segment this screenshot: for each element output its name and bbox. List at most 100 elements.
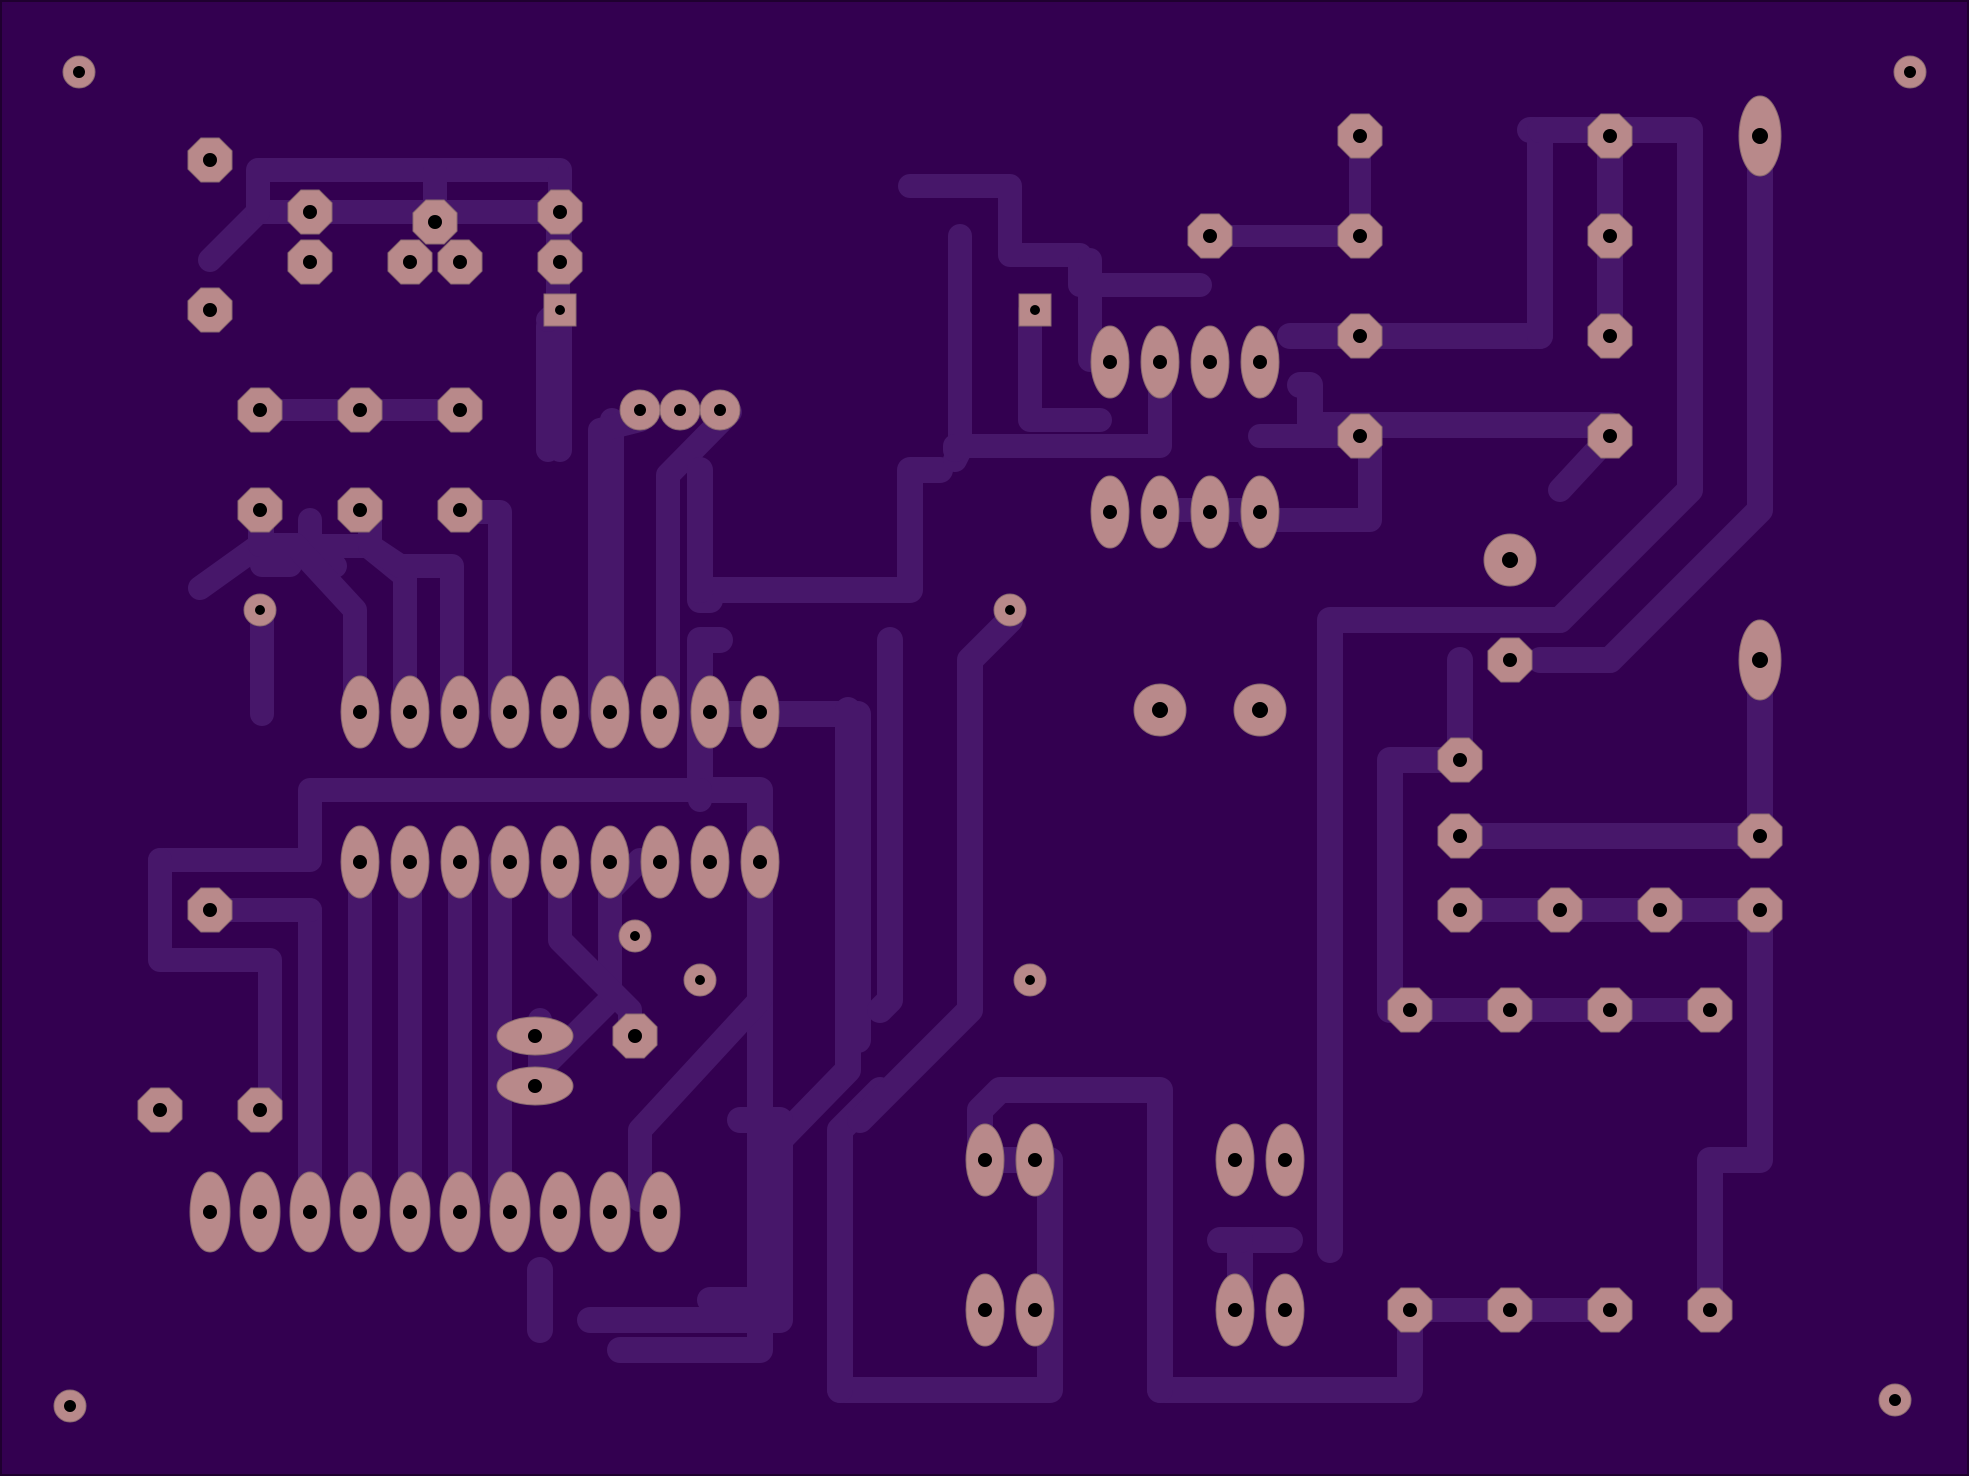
drill-hole xyxy=(303,1205,317,1219)
drill-hole xyxy=(1353,329,1367,343)
drill-hole xyxy=(1653,903,1667,917)
drill-hole xyxy=(203,303,217,317)
copper-trace xyxy=(248,508,367,726)
copper-trace xyxy=(577,1107,793,1333)
drill-hole xyxy=(1030,305,1040,315)
drill-hole xyxy=(1278,1303,1292,1317)
drill-hole xyxy=(528,1079,542,1093)
drill-hole xyxy=(1252,702,1268,718)
drill-hole xyxy=(1028,1303,1042,1317)
drill-hole xyxy=(1103,505,1117,519)
drill-hole xyxy=(1453,829,1467,843)
drill-hole xyxy=(978,1303,992,1317)
copper-trace xyxy=(867,627,903,1023)
drill-hole xyxy=(303,205,317,219)
drill-hole xyxy=(428,215,442,229)
drill-hole xyxy=(1503,653,1517,667)
drill-hole xyxy=(1603,1303,1617,1317)
drill-hole xyxy=(453,705,467,719)
drill-hole xyxy=(1904,66,1916,78)
drill-hole xyxy=(203,153,217,167)
copper-trace xyxy=(656,400,742,726)
drill-hole xyxy=(1353,429,1367,443)
drill-hole xyxy=(353,855,367,869)
drill-hole xyxy=(353,705,367,719)
drill-hole xyxy=(1025,975,1035,985)
drill-hole xyxy=(553,855,567,869)
drill-hole xyxy=(553,1205,567,1219)
component-pads xyxy=(53,55,1927,1423)
copper-trace xyxy=(246,158,570,224)
drill-hole xyxy=(1203,229,1217,243)
drill-hole xyxy=(203,1205,217,1219)
drill-hole xyxy=(653,1205,667,1219)
drill-hole xyxy=(1453,753,1467,767)
drill-hole xyxy=(1703,1303,1717,1317)
drill-hole xyxy=(528,1029,542,1043)
drill-hole xyxy=(753,855,767,869)
drill-hole xyxy=(1203,355,1217,369)
drill-hole xyxy=(1603,129,1617,143)
drill-hole xyxy=(1753,903,1767,917)
drill-hole xyxy=(353,1205,367,1219)
drill-hole xyxy=(1553,903,1567,917)
drill-hole xyxy=(553,205,567,219)
drill-hole xyxy=(453,855,467,869)
drill-hole xyxy=(1403,1303,1417,1317)
drill-hole xyxy=(1103,355,1117,369)
drill-hole xyxy=(1889,1394,1901,1406)
copper-trace xyxy=(148,778,712,872)
drill-hole xyxy=(653,705,667,719)
drill-hole xyxy=(1153,505,1167,519)
drill-hole xyxy=(1228,1303,1242,1317)
copper-trace xyxy=(1697,897,1773,1323)
copper-trace xyxy=(148,848,282,1122)
drill-hole xyxy=(1153,355,1167,369)
drill-hole xyxy=(1453,903,1467,917)
drill-hole xyxy=(453,1205,467,1219)
drill-hole xyxy=(73,66,85,78)
drill-hole xyxy=(1703,1003,1717,1017)
drill-hole xyxy=(603,705,617,719)
drill-hole xyxy=(253,403,267,417)
copper-trace xyxy=(1517,117,1553,349)
drill-hole xyxy=(703,705,717,719)
copper-trace xyxy=(1238,424,1382,532)
drill-hole xyxy=(1152,702,1168,718)
drill-hole xyxy=(630,931,640,941)
drill-hole xyxy=(553,255,567,269)
drill-hole xyxy=(1403,1003,1417,1017)
copper-trace xyxy=(628,848,772,1212)
drill-hole xyxy=(353,503,367,517)
copper-trace xyxy=(1147,1297,1423,1403)
drill-hole xyxy=(634,404,646,416)
drill-hole xyxy=(453,503,467,517)
drill-hole xyxy=(978,1153,992,1167)
copper-trace xyxy=(1018,298,1112,432)
copper-trace xyxy=(943,224,972,472)
drill-hole xyxy=(1603,329,1617,343)
drill-hole xyxy=(253,503,267,517)
drill-hole xyxy=(1203,505,1217,519)
drill-hole xyxy=(1253,355,1267,369)
drill-hole xyxy=(453,255,467,269)
drill-hole xyxy=(503,1205,517,1219)
drill-hole xyxy=(703,855,717,869)
drill-hole xyxy=(674,404,686,416)
drill-hole xyxy=(253,1103,267,1117)
drill-hole xyxy=(153,1103,167,1117)
drill-hole xyxy=(1353,229,1367,243)
drill-hole xyxy=(1752,128,1768,144)
drill-hole xyxy=(303,255,317,269)
drill-hole xyxy=(403,1205,417,1219)
drill-hole xyxy=(1603,1003,1617,1017)
drill-hole xyxy=(203,903,217,917)
drill-hole xyxy=(553,705,567,719)
copper-trace xyxy=(943,348,1172,462)
copper-trace xyxy=(847,607,1023,1133)
drill-hole xyxy=(1503,1303,1517,1317)
drill-hole xyxy=(1005,605,1015,615)
drill-hole xyxy=(1502,552,1518,568)
drill-hole xyxy=(1353,129,1367,143)
